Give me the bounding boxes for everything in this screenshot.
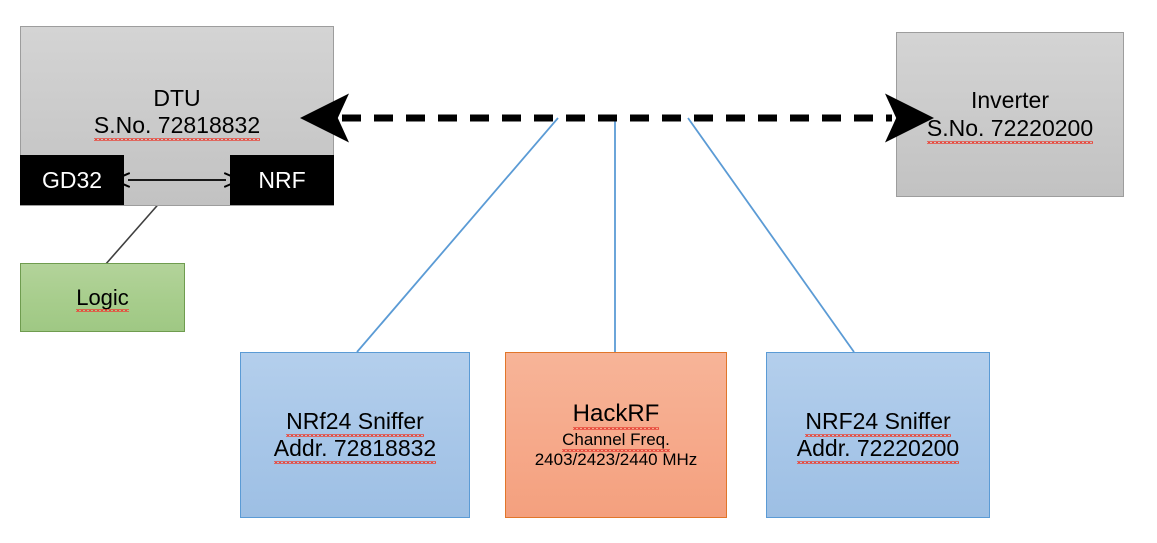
sniffer-left-address: Addr. 72818832 <box>273 435 437 465</box>
node-logic[interactable]: Logic <box>20 263 185 332</box>
node-hackrf[interactable]: HackRF Channel Freq. 2403/2423/2440 MHz <box>505 352 727 518</box>
logic-label: Logic <box>76 284 129 313</box>
dtu-serial: S.No. 72818832 <box>93 112 261 142</box>
dtu-label: DTU <box>153 85 201 111</box>
hackrf-sub1-text: Channel Freq. <box>562 430 670 453</box>
sniffer-left-label: NRf24 Sniffer <box>286 407 424 438</box>
hackrf-label-text: HackRF <box>572 399 660 431</box>
hackrf-sub1: Channel Freq. <box>562 430 670 453</box>
inverter-serial: S.No. 72220200 <box>926 114 1094 144</box>
node-nrf[interactable]: NRF <box>230 155 334 205</box>
node-sniffer-left[interactable]: NRf24 Sniffer Addr. 72818832 <box>240 352 470 518</box>
sniffer-right-label: NRF24 Sniffer <box>805 407 951 438</box>
sniffer-right-address-text: Addr. 72220200 <box>796 435 960 465</box>
node-inverter[interactable]: Inverter S.No. 72220200 <box>896 32 1124 197</box>
sniffer-right-tap-line <box>687 117 855 353</box>
hackrf-label: HackRF <box>572 399 660 431</box>
dtu-serial-text: S.No. 72818832 <box>93 112 261 142</box>
sniffer-right-address: Addr. 72220200 <box>796 435 960 465</box>
logic-label-text: Logic <box>76 284 129 313</box>
inverter-serial-text: S.No. 72220200 <box>926 114 1094 144</box>
inverter-label: Inverter <box>971 87 1049 114</box>
sniffer-left-label-text: NRf24 Sniffer <box>286 407 424 438</box>
sniffer-left-address-text: Addr. 72818832 <box>273 435 437 465</box>
sniffer-right-label-text: NRF24 Sniffer <box>805 407 951 438</box>
gd32-label: GD32 <box>41 166 103 193</box>
nrf-label: NRF <box>258 166 306 193</box>
hackrf-sub2: 2403/2423/2440 MHz <box>534 450 698 470</box>
sniffer-left-tap-line <box>356 117 559 353</box>
node-dtu[interactable]: DTU S.No. 72818832 <box>20 26 334 206</box>
node-gd32[interactable]: GD32 <box>20 155 124 205</box>
node-sniffer-right[interactable]: NRF24 Sniffer Addr. 72220200 <box>766 352 990 518</box>
